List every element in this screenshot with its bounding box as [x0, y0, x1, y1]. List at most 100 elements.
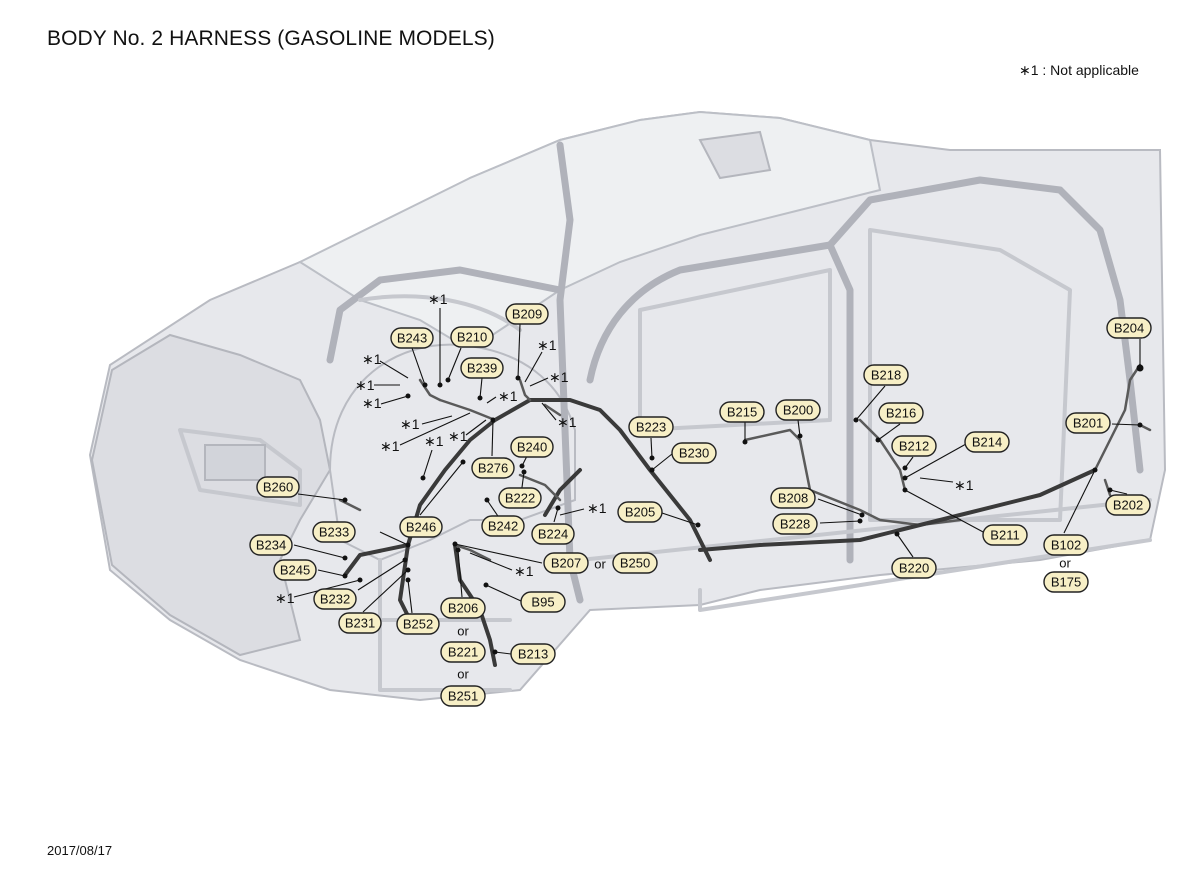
- connector-label-b276: B276: [471, 457, 515, 479]
- or-text: or: [594, 557, 606, 572]
- connector-label-b233: B233: [312, 521, 356, 543]
- svg-text:B216: B216: [886, 406, 916, 421]
- connector-label-b175: B175: [1043, 571, 1089, 593]
- svg-text:B223: B223: [636, 420, 666, 435]
- svg-text:B207: B207: [551, 556, 581, 571]
- svg-text:B210: B210: [457, 330, 487, 345]
- connector-label-b201: B201: [1065, 412, 1111, 434]
- svg-text:B243: B243: [397, 331, 427, 346]
- star-marker: ∗1: [424, 433, 444, 449]
- svg-text:B245: B245: [280, 563, 310, 578]
- svg-text:B220: B220: [899, 561, 929, 576]
- svg-text:B213: B213: [518, 647, 548, 662]
- or-text: or: [457, 624, 469, 639]
- svg-text:B200: B200: [783, 403, 813, 418]
- connector-label-b206: B206: [440, 597, 486, 619]
- svg-text:B206: B206: [448, 601, 478, 616]
- connector-label-b251: B251: [440, 685, 486, 707]
- star-marker: ∗1: [514, 563, 534, 579]
- star-marker: ∗1: [275, 590, 295, 606]
- star-marker: ∗1: [380, 438, 400, 454]
- connector-label-b250: B250: [612, 552, 658, 574]
- or-text: or: [457, 667, 469, 682]
- svg-text:B175: B175: [1051, 575, 1081, 590]
- svg-text:B214: B214: [972, 435, 1002, 450]
- star-marker: ∗1: [428, 291, 448, 307]
- svg-text:B251: B251: [448, 689, 478, 704]
- svg-text:B224: B224: [538, 527, 568, 542]
- connector-labels: B209 B243 B210 B239 B204 B218 B215 B200 …: [249, 303, 1152, 707]
- svg-text:B232: B232: [320, 592, 350, 607]
- svg-text:B211: B211: [990, 528, 1019, 543]
- svg-text:B276: B276: [478, 461, 508, 476]
- star-marker: ∗1: [954, 477, 974, 493]
- connector-label-b220: B220: [891, 557, 937, 579]
- svg-text:B230: B230: [679, 446, 709, 461]
- svg-text:B231: B231: [345, 616, 375, 631]
- connector-label-b215: B215: [719, 401, 765, 423]
- star-marker: ∗1: [355, 377, 375, 393]
- connector-label-b230: B230: [671, 442, 717, 464]
- connector-label-b231: B231: [338, 612, 382, 634]
- svg-text:B202: B202: [1113, 498, 1143, 513]
- connector-label-b212: B212: [891, 435, 937, 457]
- connector-label-b252: B252: [396, 613, 440, 635]
- connector-label-b260: B260: [256, 476, 300, 498]
- star-marker: ∗1: [549, 369, 569, 385]
- svg-text:B240: B240: [517, 440, 547, 455]
- page-title: BODY No. 2 HARNESS (GASOLINE MODELS): [47, 27, 495, 50]
- footnote-legend: ∗1 : Not applicable: [1019, 62, 1139, 78]
- svg-text:B228: B228: [780, 517, 810, 532]
- connector-label-b214: B214: [964, 431, 1010, 453]
- svg-text:B221: B221: [448, 645, 478, 660]
- connector-label-b209: B209: [505, 303, 549, 325]
- svg-text:B246: B246: [406, 520, 436, 535]
- connector-points: [342, 364, 1144, 655]
- connector-label-b232: B232: [313, 588, 357, 610]
- connector-label-b222: B222: [498, 487, 542, 509]
- connector-label-b210: B210: [450, 326, 494, 348]
- connector-label-b205: B205: [617, 501, 663, 523]
- svg-text:B218: B218: [871, 368, 901, 383]
- star-marker: ∗1: [400, 416, 420, 432]
- svg-text:B208: B208: [778, 491, 808, 506]
- connector-label-b242: B242: [481, 515, 525, 537]
- connector-label-b221: B221: [440, 641, 486, 663]
- connector-label-b213: B213: [510, 643, 556, 665]
- svg-text:B212: B212: [899, 439, 929, 454]
- leader-lines: [293, 308, 1141, 655]
- connector-label-b228: B228: [772, 513, 818, 535]
- svg-text:B252: B252: [403, 617, 433, 632]
- svg-text:B242: B242: [488, 519, 518, 534]
- svg-text:B250: B250: [620, 556, 650, 571]
- star-marker: ∗1: [362, 351, 382, 367]
- star-marker: ∗1: [498, 388, 518, 404]
- car-body-illustration: [88, 110, 1167, 702]
- svg-text:B95: B95: [531, 595, 554, 610]
- svg-text:B102: B102: [1051, 538, 1081, 553]
- not-applicable-markers: ∗1 ∗1 ∗1 ∗1 ∗1 ∗1 ∗1 ∗1 ∗1 ∗1 ∗1 ∗1 ∗1 ∗…: [275, 291, 974, 606]
- star-marker: ∗1: [537, 337, 557, 353]
- connector-label-b224: B224: [531, 523, 575, 545]
- svg-text:B205: B205: [625, 505, 655, 520]
- connector-label-b95: B95: [520, 591, 566, 613]
- document-date: 2017/08/17: [47, 843, 113, 858]
- connector-label-b102: B102: [1043, 534, 1089, 556]
- connector-label-b243: B243: [390, 327, 434, 349]
- svg-text:B204: B204: [1114, 321, 1144, 336]
- svg-text:B234: B234: [256, 538, 286, 553]
- connector-label-b216: B216: [878, 402, 924, 424]
- star-marker: ∗1: [557, 414, 577, 430]
- alternative-markers: or or or or: [457, 556, 1071, 682]
- connector-label-b211: B211: [982, 524, 1028, 546]
- connector-label-b223: B223: [628, 416, 674, 438]
- connector-label-b208: B208: [770, 487, 816, 509]
- connector-label-b240: B240: [510, 436, 554, 458]
- svg-text:B260: B260: [263, 480, 293, 495]
- connector-label-b246: B246: [399, 516, 443, 538]
- connector-label-b234: B234: [249, 534, 293, 556]
- svg-text:B239: B239: [467, 361, 497, 376]
- star-marker: ∗1: [362, 395, 382, 411]
